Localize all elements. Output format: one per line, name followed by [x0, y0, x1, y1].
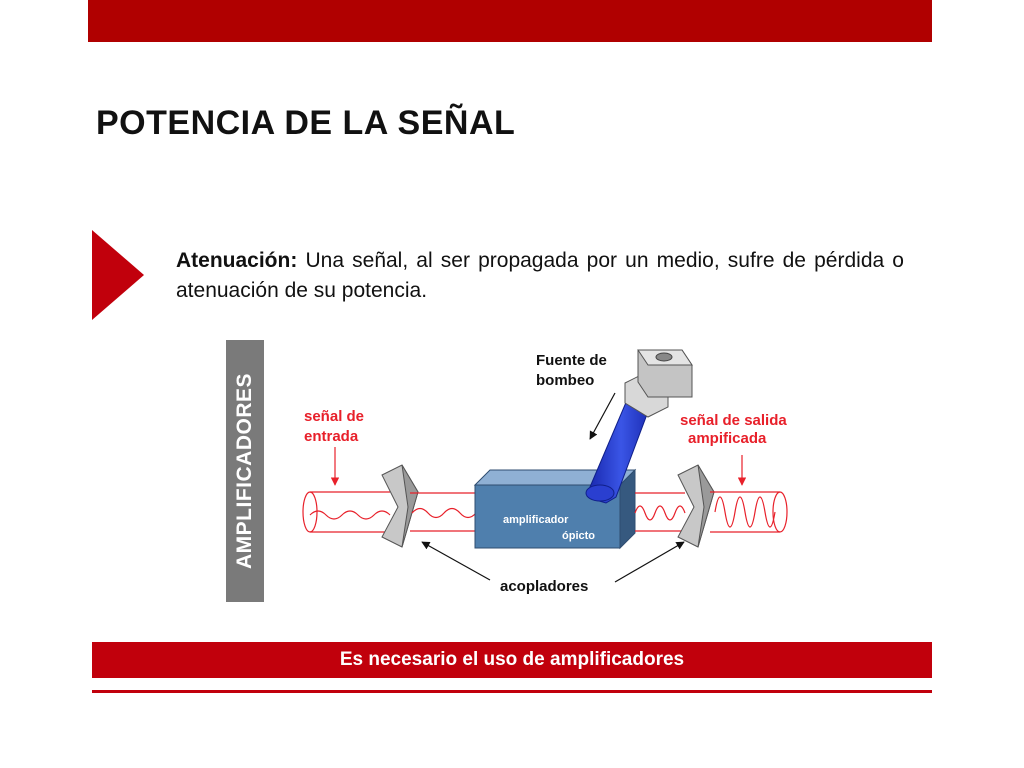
side-label-box: AMPLIFICADORES — [226, 340, 264, 602]
coupler-arrow-right — [614, 541, 685, 583]
body-paragraph: Atenuación: Una señal, al ser propagada … — [176, 246, 904, 306]
input-label-2: entrada — [304, 428, 359, 445]
chevron-right-icon — [92, 230, 144, 320]
pump-source — [585, 349, 693, 504]
amplifier-label-2: ópicto — [562, 530, 595, 542]
right-coupler — [677, 464, 715, 548]
coupler-label: acopladores — [500, 578, 588, 595]
optical-amplifier: amplificador ópicto — [473, 468, 637, 550]
top-accent-bar — [88, 0, 932, 42]
output-label-1: señal de salida — [680, 412, 787, 429]
input-fiber — [302, 491, 391, 533]
slide-title: POTENCIA DE LA SEÑAL — [96, 104, 516, 142]
side-label: AMPLIFICADORES — [233, 373, 256, 569]
left-coupler — [381, 464, 419, 548]
output-fiber — [710, 491, 788, 533]
pump-label-1: Fuente de — [536, 352, 607, 369]
fiber-segment-1 — [410, 492, 480, 532]
output-label-2: ampificada — [688, 430, 767, 447]
bottom-accent-line — [92, 690, 932, 693]
amplifier-diagram: amplificador ópicto Fuente de bombeo señ… — [302, 349, 788, 595]
pump-label-2: bombeo — [536, 372, 594, 389]
input-label-1: señal de — [304, 408, 364, 425]
banner-text: Es necesario el uso de amplificadores — [339, 649, 685, 670]
fiber-segment-2 — [634, 492, 686, 532]
body-term: Atenuación: — [176, 249, 298, 272]
body-description: Una señal, al ser propagada por un medio… — [176, 249, 904, 302]
conclusion-banner: Es necesario el uso de amplificadores — [92, 642, 932, 678]
coupler-arrow-left — [421, 541, 491, 581]
pump-arrow — [589, 392, 616, 440]
amplifier-label-1: amplificador — [503, 514, 569, 526]
